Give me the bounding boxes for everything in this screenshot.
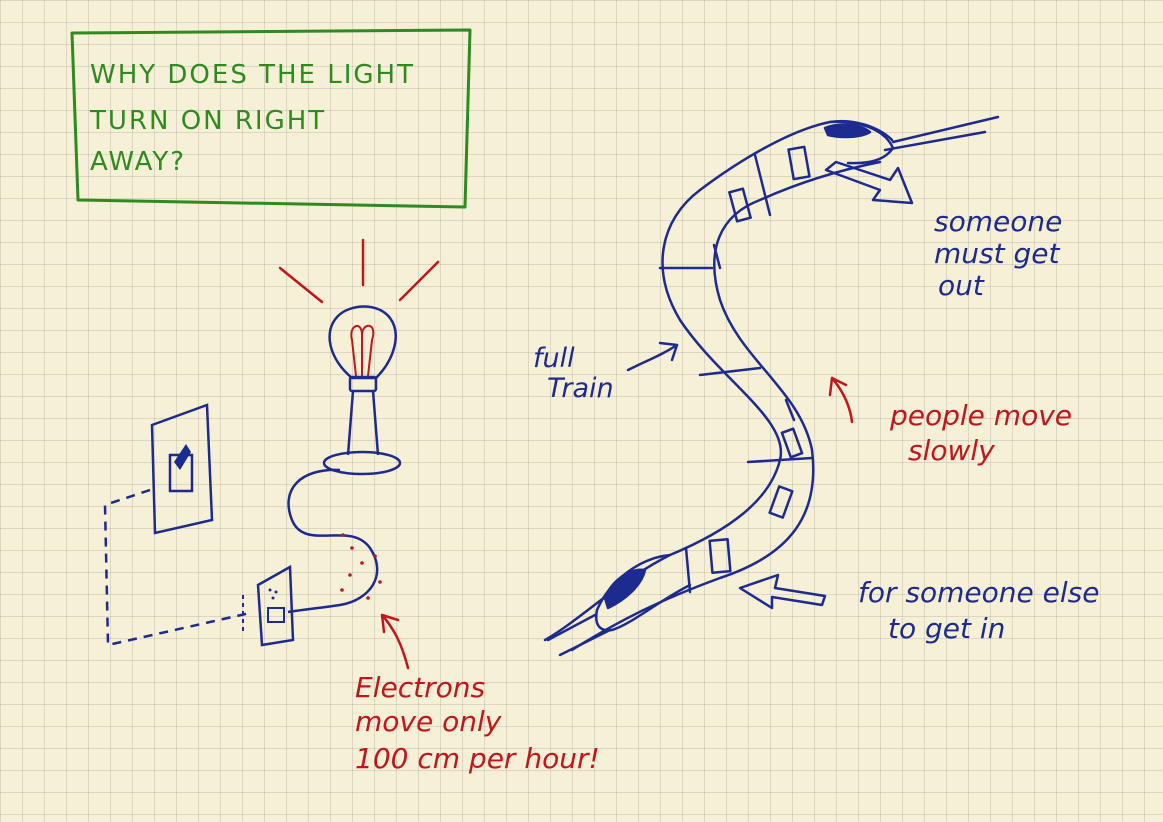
full-train-line-1: full (533, 343, 575, 374)
electron-dots (340, 533, 382, 600)
train-icon (543, 115, 1000, 657)
people-move-line-2: slowly (908, 434, 995, 467)
electrons-line-1: Electrons (355, 671, 485, 704)
full-train-line-2: Train (547, 373, 614, 404)
people-move-arrow (828, 376, 854, 424)
title-line-2: TURN ON RIGHT (89, 106, 326, 136)
enter-arrow-icon (738, 573, 827, 610)
title-line-1: WHY DOES THE LIGHT (90, 60, 415, 90)
outlet-icon (256, 564, 295, 647)
someone-in-line-1: for someone else (858, 576, 1099, 609)
title-line-3: AWAY? (90, 147, 186, 177)
someone-in-line-2: to get in (888, 612, 1005, 645)
someone-out-line-3: out (938, 269, 985, 302)
title-box: WHY DOES THE LIGHT TURN ON RIGHT AWAY? (70, 28, 472, 209)
electrons-line-3: 100 cm per hour! (355, 742, 600, 775)
someone-out-line-1: someone (934, 205, 1062, 238)
full-train-arrow (626, 341, 679, 372)
exit-arrow-icon (824, 160, 914, 205)
wall-switch-icon (150, 403, 214, 535)
electrons-line-2: move only (355, 705, 502, 738)
light-bulb-icon (278, 238, 440, 476)
light-ray (398, 260, 440, 302)
dashed-wire (103, 488, 251, 647)
electrons-arrow (380, 613, 410, 670)
people-move-line-1: people move (889, 399, 1072, 432)
someone-out-line-2: must get (934, 237, 1060, 270)
power-cord (287, 468, 379, 614)
light-ray (278, 266, 324, 304)
